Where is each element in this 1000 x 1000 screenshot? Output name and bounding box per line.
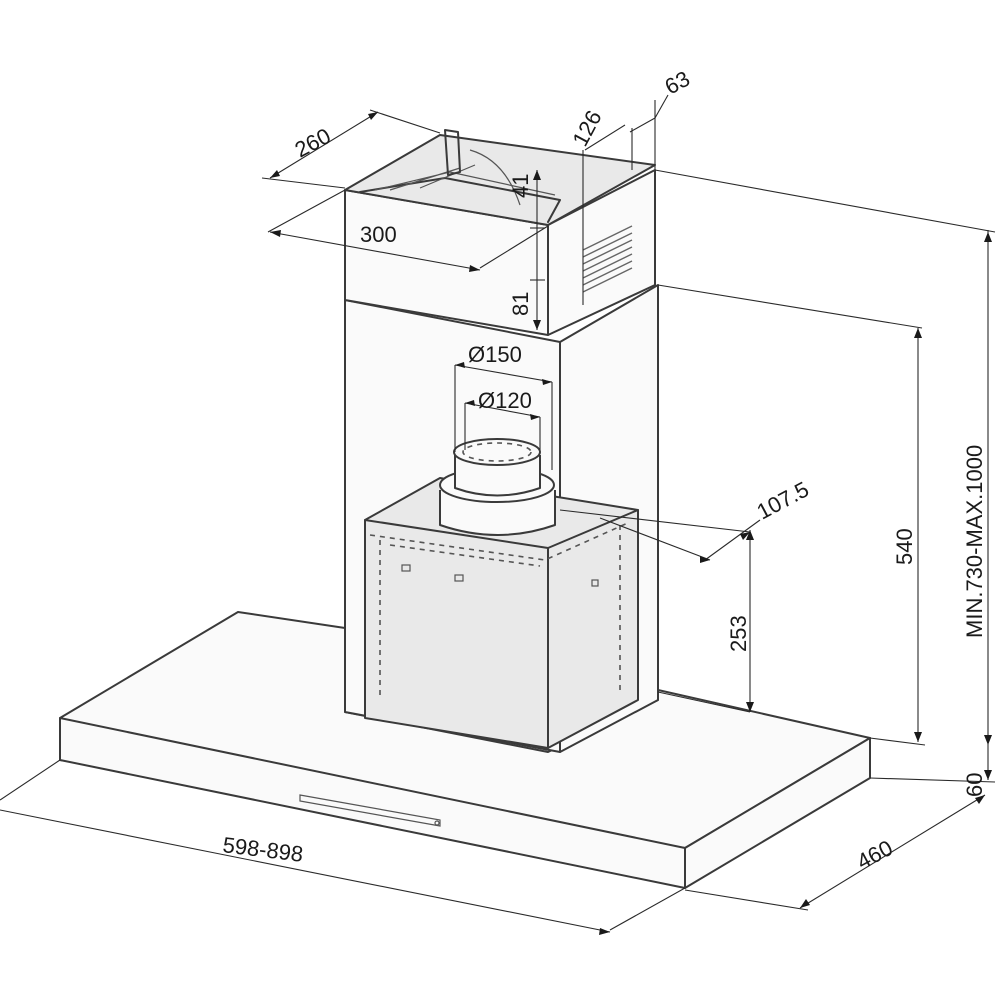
dim-300: 300 <box>360 222 397 247</box>
control-panel <box>299 794 441 827</box>
dim-150: Ø150 <box>468 342 522 367</box>
dim-460: 460 <box>853 835 897 874</box>
dim-126: 126 <box>567 106 606 150</box>
motor-body <box>364 438 639 749</box>
dimension-arrows <box>270 112 992 935</box>
dim-63: 63 <box>661 66 694 100</box>
dim-120: Ø120 <box>478 388 532 413</box>
dim-253: 253 <box>726 615 751 652</box>
dim-107-5: 107.5 <box>753 476 813 524</box>
dim-81: 81 <box>508 292 533 316</box>
dim-540: 540 <box>892 528 917 565</box>
dim-598-898: 598-898 <box>221 832 304 867</box>
upper-chimney <box>344 129 656 336</box>
dimension-lines <box>0 94 996 933</box>
dim-260: 260 <box>291 123 335 162</box>
dim-41: 41 <box>508 174 533 198</box>
vent-grille <box>582 225 633 293</box>
dim-60: 60 <box>962 773 987 797</box>
dim-min-max: MIN.730-MAX.1000 <box>962 445 987 638</box>
